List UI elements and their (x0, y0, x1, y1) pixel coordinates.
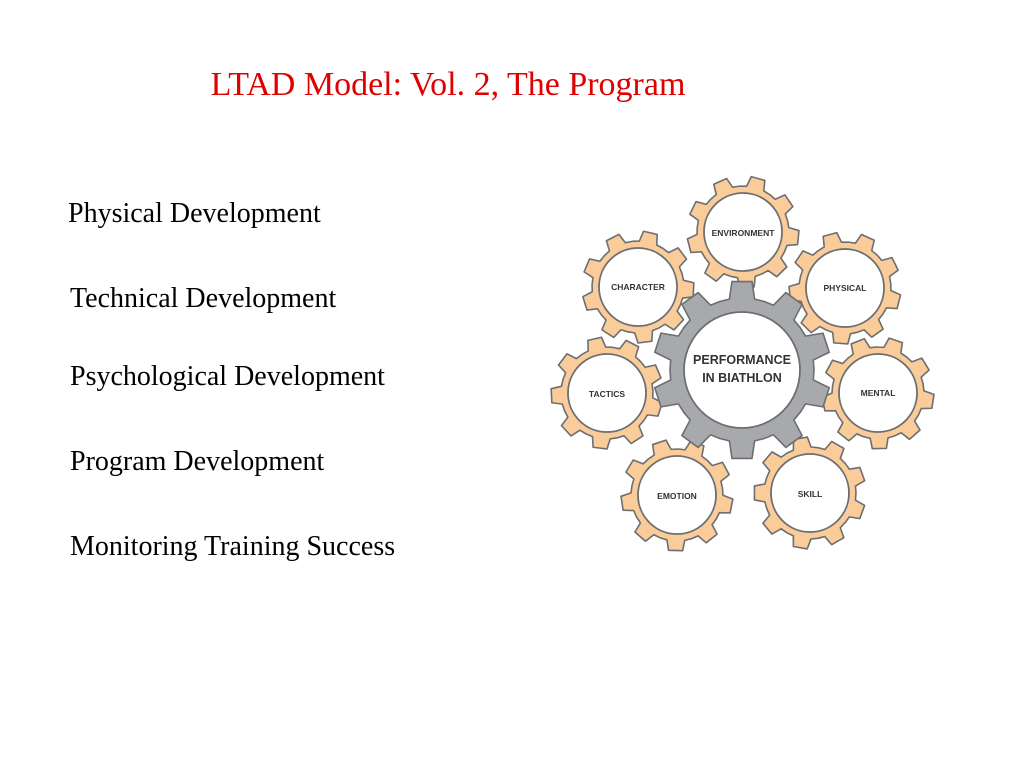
gear-tactics (550, 336, 663, 450)
list-item-psychological-development: Psychological Development (70, 361, 385, 392)
gear-label-character: CHARACTER (611, 282, 665, 292)
list-item-monitoring-training-success: Monitoring Training Success (70, 531, 396, 562)
gear-label-mental: MENTAL (861, 388, 896, 398)
gear-emotion (620, 439, 734, 552)
outer-gear-labels: ENVIRONMENT PHYSICAL CHARACTER TACTICS M… (589, 228, 895, 501)
slide-title: LTAD Model: Vol. 2, The Program (210, 66, 686, 103)
gear-skill (753, 436, 866, 550)
gear-environment (686, 175, 800, 289)
gear-center-performance (653, 280, 831, 460)
gear-label-tactics: TACTICS (589, 389, 626, 399)
gears-layer (550, 175, 935, 552)
center-label-line2: IN BIATHLON (702, 371, 782, 385)
gear-mental (821, 337, 935, 450)
list-item-technical-development: Technical Development (70, 283, 337, 314)
gear-label-physical: PHYSICAL (824, 283, 867, 293)
center-label-line1: PERFORMANCE (693, 353, 791, 367)
center-gear-label: PERFORMANCE IN BIATHLON (693, 353, 791, 385)
gear-label-environment: ENVIRONMENT (712, 228, 776, 238)
gear-character (582, 230, 695, 344)
list-item-program-development: Program Development (70, 446, 325, 477)
gear-physical (788, 231, 902, 345)
gear-label-skill: SKILL (798, 489, 823, 499)
gear-label-emotion: EMOTION (657, 491, 697, 501)
list-item-physical-development: Physical Development (68, 198, 321, 229)
